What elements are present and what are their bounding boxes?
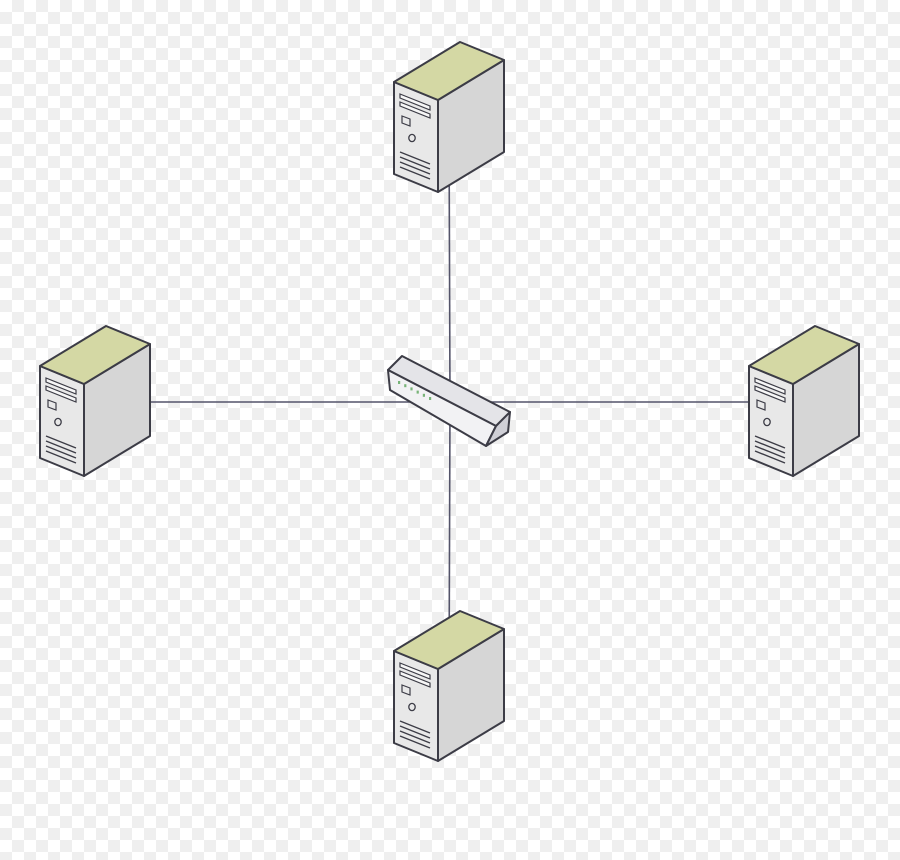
hub-network-switch[interactable] <box>387 355 511 447</box>
server-tower-icon <box>393 41 505 193</box>
drive-bay <box>754 385 786 403</box>
power-button-icon <box>408 702 416 712</box>
nodes-layer <box>39 41 860 762</box>
vent-line <box>754 435 786 449</box>
vent-line <box>45 435 77 449</box>
server-top-face <box>748 325 860 385</box>
drive-bay <box>399 93 431 111</box>
indicator-light <box>410 387 413 391</box>
hub-layer <box>387 355 511 447</box>
server-top-face <box>39 325 151 385</box>
vent-line <box>399 730 431 744</box>
server-left[interactable] <box>39 325 151 477</box>
front-panel-detail <box>401 115 411 127</box>
drive-bay <box>399 662 431 680</box>
server-right[interactable] <box>748 325 860 477</box>
indicator-light <box>416 390 419 394</box>
front-panel-detail <box>756 399 766 411</box>
vent-line <box>399 161 431 175</box>
drive-bay <box>754 377 786 395</box>
server-tower-icon <box>393 610 505 762</box>
indicator-light <box>398 381 401 384</box>
power-button-icon <box>54 417 62 427</box>
switch-icon <box>387 355 511 447</box>
server-tower-icon <box>748 325 860 477</box>
vent-line <box>45 440 77 454</box>
vent-line <box>754 440 786 454</box>
vent-line <box>399 166 431 180</box>
drive-bay <box>45 377 77 395</box>
server-top-face <box>393 610 505 670</box>
vent-line <box>45 450 77 464</box>
switch-end-face <box>485 411 511 447</box>
power-button-icon <box>763 417 771 427</box>
drive-bay <box>399 101 431 119</box>
indicator-light <box>429 397 432 400</box>
front-panel-detail <box>401 684 411 696</box>
server-bottom[interactable] <box>393 610 505 762</box>
vent-line <box>45 445 77 459</box>
vent-line <box>399 720 431 734</box>
front-panel-detail <box>47 399 57 411</box>
vent-line <box>399 725 431 739</box>
vent-line <box>399 151 431 165</box>
vent-line <box>399 735 431 749</box>
drive-bay <box>399 670 431 688</box>
indicator-light <box>404 384 407 388</box>
server-top-face <box>393 41 505 101</box>
vent-line <box>754 450 786 464</box>
vent-line <box>399 156 431 170</box>
indicator-light <box>422 393 425 397</box>
drive-bay <box>45 385 77 403</box>
vent-line <box>754 445 786 459</box>
server-top[interactable] <box>393 41 505 193</box>
server-tower-icon <box>39 325 151 477</box>
power-button-icon <box>408 133 416 143</box>
